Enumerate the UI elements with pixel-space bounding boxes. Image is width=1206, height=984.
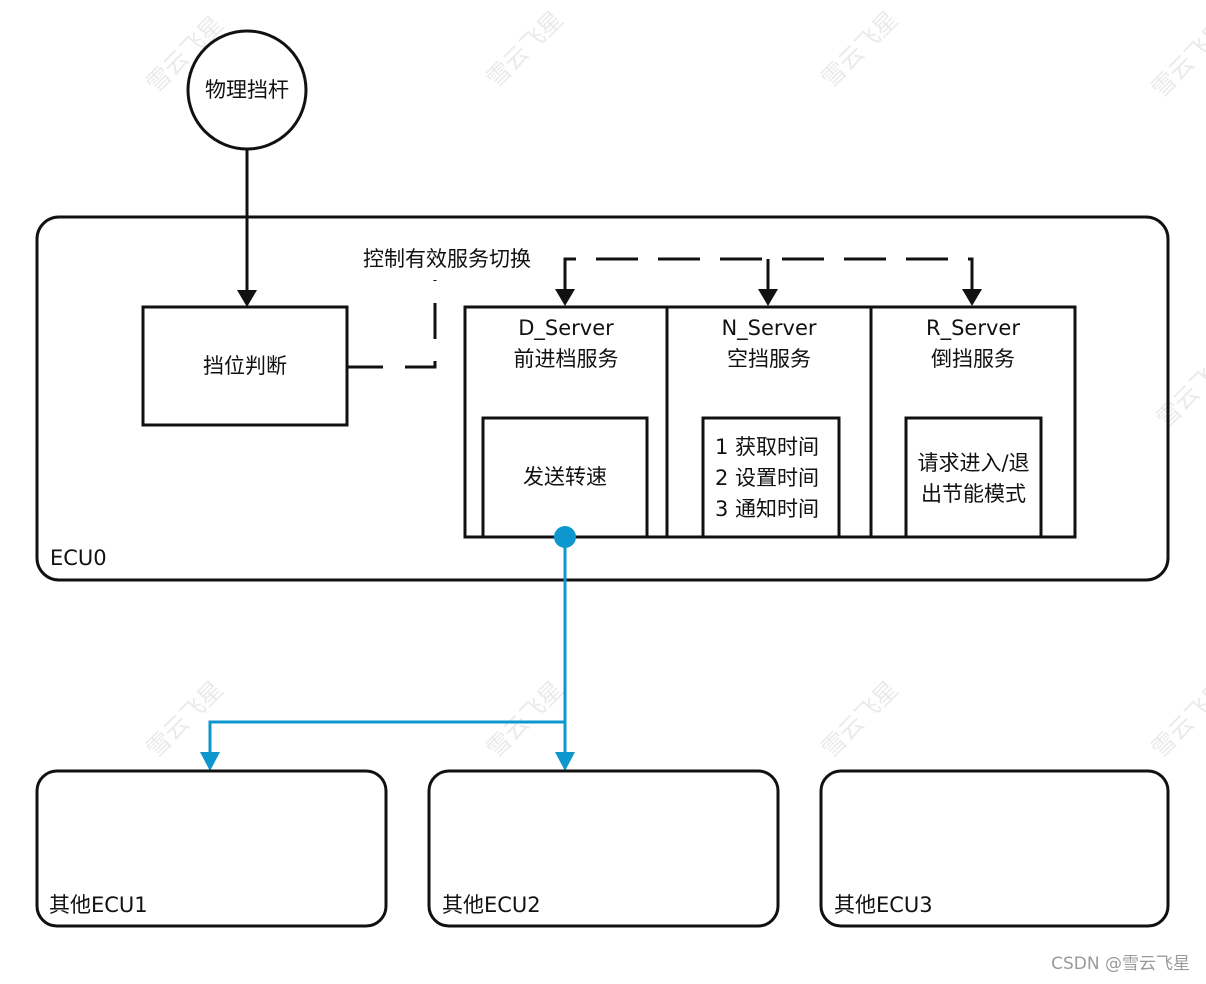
n-server-function-3: 3 通知时间 [715,497,820,521]
r-server-function-line-1: 请求进入/退 [917,451,1030,475]
gear-judge-label: 挡位判断 [203,354,287,378]
r-server-function-line-2: 出节能模式 [921,482,1026,506]
r-server-name: R_Server [926,316,1020,340]
control-switch-dashed-line [347,280,437,369]
arrowhead [758,289,778,306]
n-server-function-box [701,416,841,539]
control-switch-dashed-bus [563,257,974,290]
n-server-name: N_Server [721,316,817,340]
n-server-function-2: 2 设置时间 [715,466,820,490]
ecu3-label: 其他ECU3 [834,893,933,917]
broadcast-line-branch [208,720,565,755]
arrowhead [555,752,575,771]
ecu0-container [35,215,1170,582]
ecu0-label: ECU0 [50,546,107,570]
ecu2-box [427,769,780,928]
arrowhead [962,289,982,306]
d-server-function-box [481,416,649,539]
ecu1-box [35,769,388,928]
n-server-function-1: 1 获取时间 [715,435,820,459]
arrowhead [237,290,257,307]
ecu2-label: 其他ECU2 [442,893,541,917]
arrowhead [200,752,220,771]
gear-judge-box [141,305,349,427]
r-server-desc: 倒挡服务 [931,347,1015,371]
n-server-desc: 空挡服务 [727,347,811,371]
credit-text: CSDN @雪云飞星 [1051,954,1190,974]
physical-lever-label: 物理挡杆 [205,78,289,102]
d-server-desc: 前进档服务 [513,347,619,371]
arrowhead [555,289,575,306]
d-server-name: D_Server [518,316,614,340]
ecu1-label: 其他ECU1 [49,893,148,917]
ecu3-box [819,769,1170,928]
r-server-function-box [904,416,1043,539]
switch-label: 控制有效服务切换 [363,247,531,271]
d-server-function: 发送转速 [523,465,607,489]
broadcast-origin-dot [554,526,576,548]
